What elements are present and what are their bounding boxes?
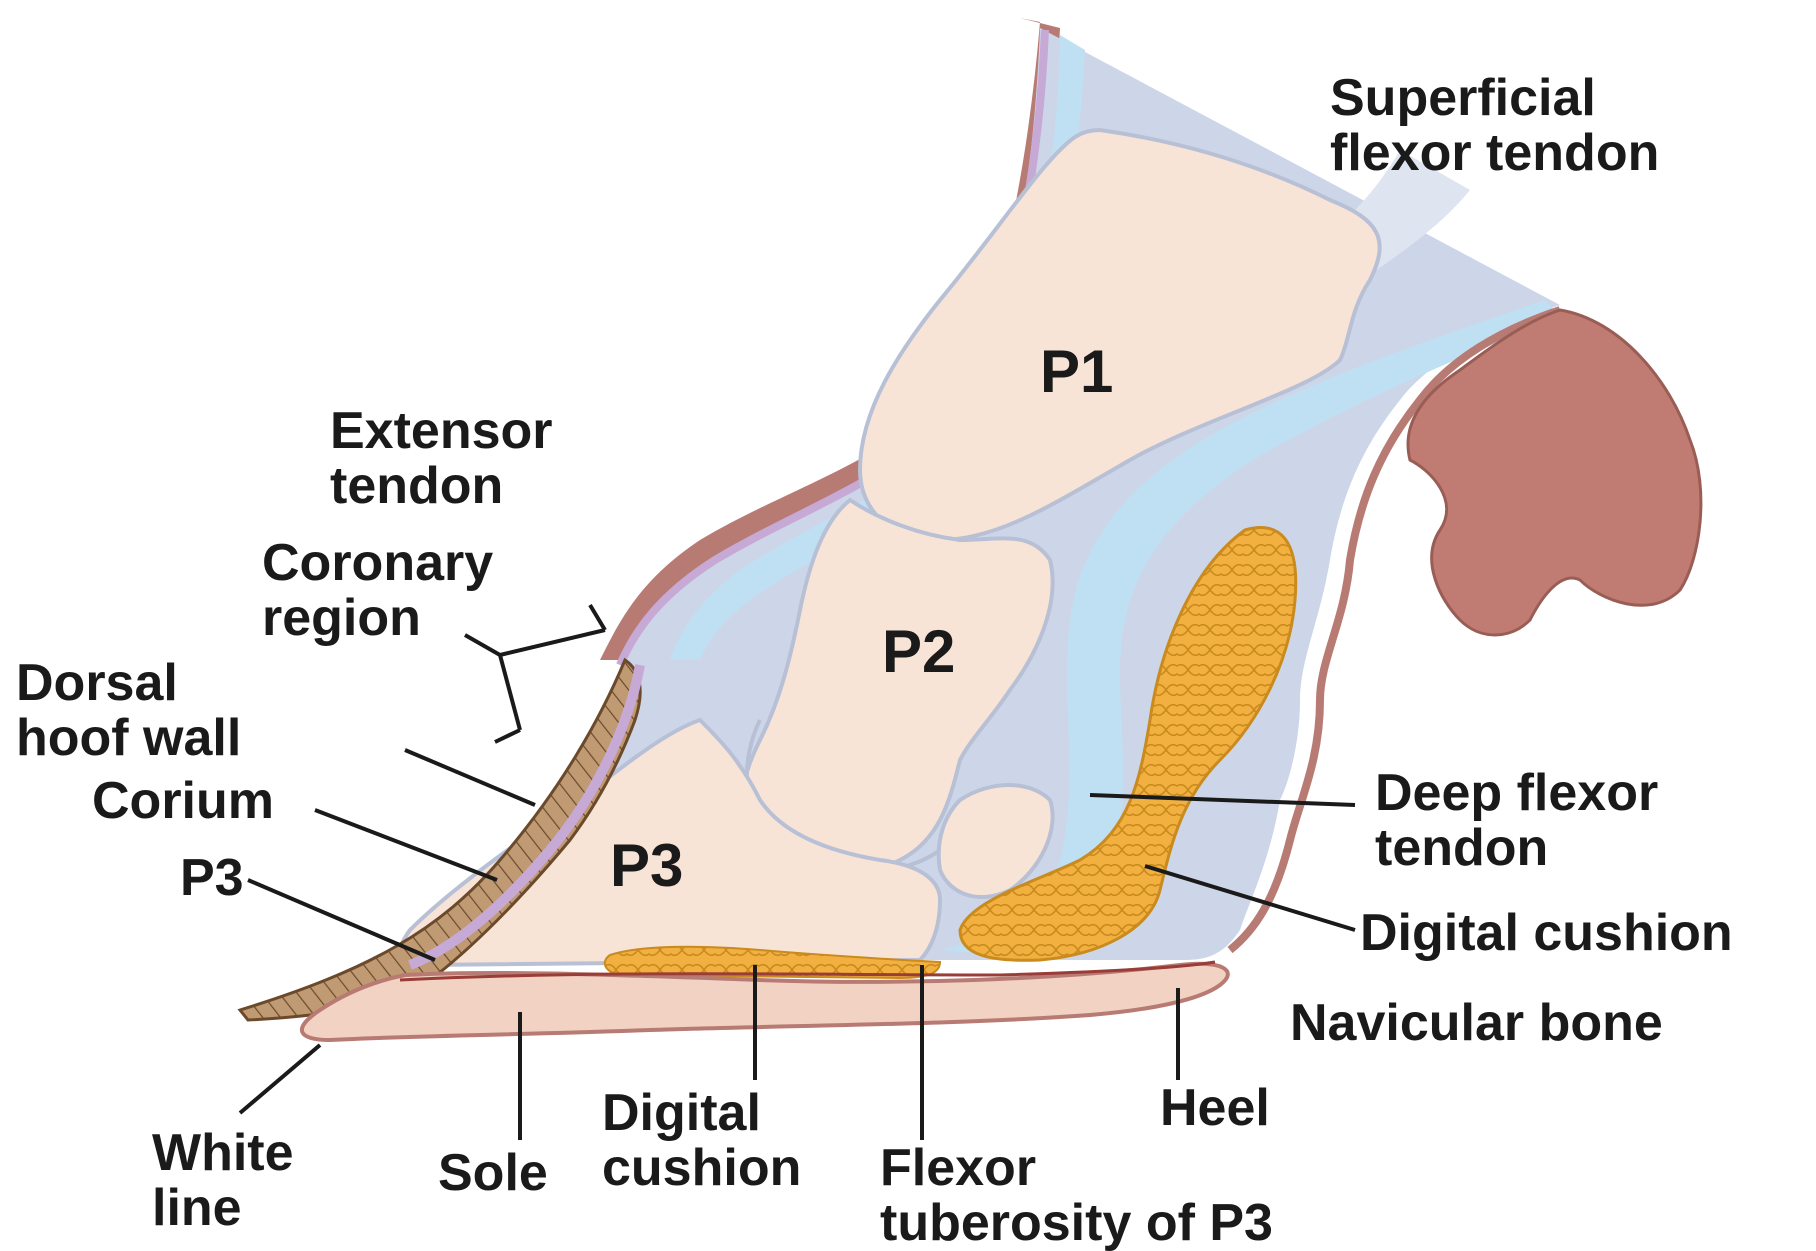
heel-label: Heel: [1160, 1079, 1270, 1137]
white-line-label-1: White: [152, 1124, 294, 1182]
p3-label: P3: [180, 849, 244, 907]
p2-label: P2: [882, 618, 955, 685]
p3-bone-label: P3: [610, 832, 683, 899]
coronary-region-bracket: [465, 605, 605, 742]
digital-cushion-right-label: Digital cushion: [1360, 904, 1733, 962]
deep-flexor-label-2: tendon: [1375, 819, 1548, 877]
p1-label: P1: [1040, 338, 1113, 405]
coronary-region-label-2: region: [262, 589, 421, 647]
white-line-leader: [240, 1045, 320, 1113]
flexor-tuberosity-label-1: Flexor: [880, 1139, 1036, 1197]
digital-cushion-bottom-label-2: cushion: [602, 1139, 801, 1197]
superficial-flexor-label-2: flexor tendon: [1330, 124, 1659, 182]
coronary-region-label-1: Coronary: [262, 534, 493, 592]
dorsal-hoof-wall-leader: [405, 750, 535, 805]
digital-cushion-bottom-label-1: Digital: [602, 1084, 761, 1142]
deep-flexor-label-1: Deep flexor: [1375, 764, 1658, 822]
corium-label: Corium: [92, 772, 274, 830]
sole-label: Sole: [438, 1144, 548, 1202]
p3-leader: [248, 880, 435, 960]
extensor-tendon-label-2: tendon: [330, 457, 503, 515]
extensor-tendon-label-1: Extensor: [330, 402, 553, 460]
dorsal-hoof-wall-label-2: hoof wall: [16, 709, 241, 767]
flexor-tuberosity-label-2: tuberosity of P3: [880, 1194, 1273, 1251]
dorsal-hoof-wall-label-1: Dorsal: [16, 654, 178, 712]
navicular-bone-label: Navicular bone: [1290, 994, 1663, 1052]
white-line-label-2: line: [152, 1179, 242, 1237]
corium-leader: [315, 810, 497, 880]
superficial-flexor-label-1: Superficial: [1330, 69, 1596, 127]
